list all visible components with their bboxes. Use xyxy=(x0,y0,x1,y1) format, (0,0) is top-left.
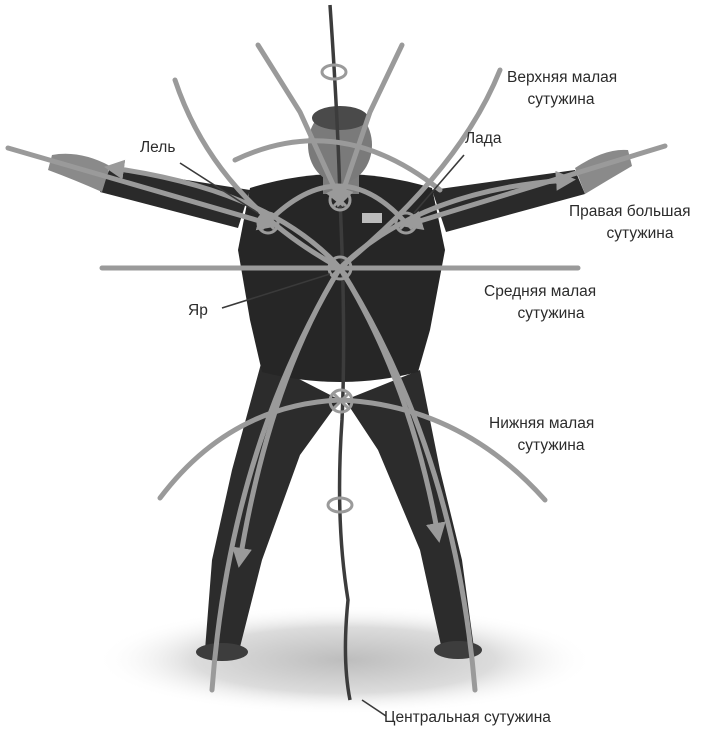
label-yar: Яр xyxy=(188,302,208,319)
left-arm-line xyxy=(8,148,270,224)
lower-small-arc xyxy=(160,400,545,500)
label-lada: Лада xyxy=(465,130,502,147)
label-right-big-line2: сутужина xyxy=(607,225,674,242)
right-shoe xyxy=(434,641,482,659)
label-lel: Лель xyxy=(140,139,175,156)
left-shoe xyxy=(196,643,248,661)
label-right-big-line1: Правая большая xyxy=(569,203,691,220)
label-middle-small-line2: сутужина xyxy=(518,305,585,322)
label-upper-small-line2: сутужина xyxy=(528,91,595,108)
label-lower-small-line2: сутужина xyxy=(518,437,585,454)
jacket-logo xyxy=(362,213,382,223)
label-upper-small-line1: Верхняя малая xyxy=(507,69,617,86)
label-central: Центральная сутужина xyxy=(384,709,551,726)
hair xyxy=(312,106,368,130)
label-middle-small-line1: Средняя малая xyxy=(484,283,596,300)
label-lower-small-line1: Нижняя малая xyxy=(489,415,594,432)
